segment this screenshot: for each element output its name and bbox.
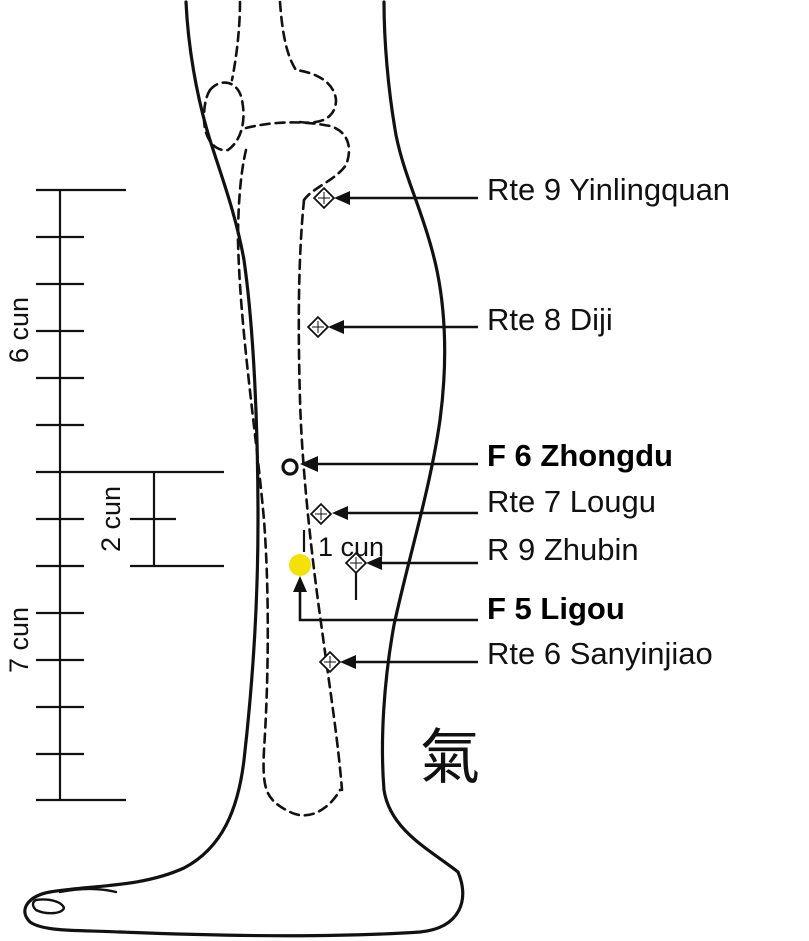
arrowhead-rte6 bbox=[340, 655, 356, 669]
label-f6-name: Zhongdu bbox=[540, 438, 673, 473]
tibia-left-top bbox=[236, 148, 248, 242]
marker-rte7 bbox=[309, 502, 333, 526]
label-f5-code: F 5 bbox=[487, 591, 532, 626]
tibia-right bbox=[297, 198, 344, 792]
marker-rte9 bbox=[312, 186, 336, 210]
arrowhead-rte7 bbox=[332, 506, 348, 520]
label-rte6-code: Rte 6 bbox=[487, 636, 561, 671]
marker-rte6 bbox=[318, 650, 342, 674]
label-rte9-code: Rte 9 bbox=[487, 172, 561, 207]
toe-crease bbox=[58, 887, 118, 894]
label-f6-code: F 6 bbox=[487, 438, 532, 473]
label-rte8: Rte 8 Diji bbox=[487, 302, 613, 337]
femur-right bbox=[278, 0, 338, 124]
label-rte9-name: Yinlingquan bbox=[569, 172, 730, 207]
bone-outlines bbox=[202, 0, 351, 817]
label-r9-name: Zhubin bbox=[544, 532, 639, 567]
label-rte6: Rte 6 Sanyinjiao bbox=[487, 636, 713, 671]
tibia-left bbox=[236, 238, 342, 817]
label-f5-name: Ligou bbox=[540, 591, 624, 626]
qi-calligraphy-mark: 氣 bbox=[420, 723, 480, 793]
label-rte9: Rte 9 Yinlingquan bbox=[487, 172, 730, 207]
leg-outline bbox=[23, 0, 465, 938]
arrow-f5 bbox=[298, 586, 478, 622]
scale-label-6-cun: 6 cun bbox=[4, 297, 34, 363]
leg-sole bbox=[118, 870, 465, 938]
label-rte7-name: Lougu bbox=[570, 484, 656, 519]
label-rte8-code: Rte 8 bbox=[487, 302, 561, 337]
point-markers bbox=[281, 186, 368, 674]
point-labels: Rte 9 Yinlingquan Rte 8 Diji F 6 Zhongdu… bbox=[487, 172, 730, 671]
tibia-head bbox=[244, 121, 351, 202]
label-rte8-name: Diji bbox=[570, 302, 613, 337]
arrowhead-r9 bbox=[366, 556, 382, 570]
label-rte6-name: Sanyinjiao bbox=[570, 636, 713, 671]
arrowhead-rte9 bbox=[334, 191, 350, 205]
arrowhead-f6 bbox=[300, 456, 318, 472]
label-r9: R 9 Zhubin bbox=[487, 532, 639, 567]
leg-back-edge bbox=[380, 0, 460, 874]
leg-front-edge bbox=[23, 0, 260, 934]
label-r9-code: R 9 bbox=[487, 532, 535, 567]
label-f5: F 5 Ligou bbox=[487, 591, 625, 626]
scale-label-2-cun: 2 cun bbox=[96, 486, 126, 552]
label-rte7-code: Rte 7 bbox=[487, 484, 561, 519]
toe-nail bbox=[31, 898, 66, 915]
scale-label-7-cun: 7 cun bbox=[4, 607, 34, 673]
label-rte7: Rte 7 Lougu bbox=[487, 484, 656, 519]
cun-ruler bbox=[36, 188, 224, 802]
arrowhead-f5 bbox=[293, 576, 307, 592]
arrowhead-rte8 bbox=[328, 320, 344, 334]
label-arrows bbox=[293, 191, 478, 669]
marker-f6 bbox=[281, 458, 299, 476]
marker-r9 bbox=[344, 551, 368, 575]
femur-left bbox=[230, 0, 242, 82]
marker-rte8 bbox=[306, 315, 330, 339]
marker-f5-highlight bbox=[289, 554, 311, 576]
label-f6: F 6 Zhongdu bbox=[487, 438, 673, 473]
patella bbox=[202, 81, 245, 152]
